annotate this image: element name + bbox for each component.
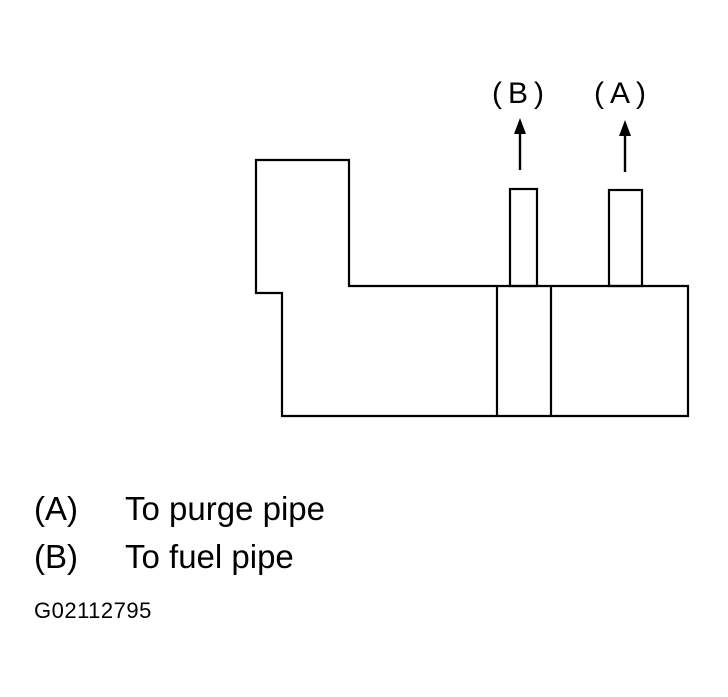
port-b-arrow-head [514, 118, 526, 134]
canister-body-outline [254, 158, 690, 418]
legend-text: To purge pipe [125, 490, 325, 527]
legend-key: (A) [34, 490, 78, 527]
component-diagram: (B) (A) [254, 77, 690, 418]
port-a-arrow-head [619, 120, 631, 136]
legend: (A) To purge pipe (B) To fuel pipe [34, 485, 325, 581]
port-b-nozzle [508, 187, 539, 288]
legend-row-a: (A) To purge pipe [34, 485, 325, 533]
legend-text: To fuel pipe [125, 538, 294, 575]
port-a-nozzle [607, 188, 644, 288]
legend-row-b: (B) To fuel pipe [34, 533, 325, 581]
legend-key: (B) [34, 538, 78, 575]
port-b-label: (B) [492, 77, 550, 110]
port-a-label: (A) [594, 77, 652, 110]
figure-id: G02112795 [34, 598, 152, 623]
